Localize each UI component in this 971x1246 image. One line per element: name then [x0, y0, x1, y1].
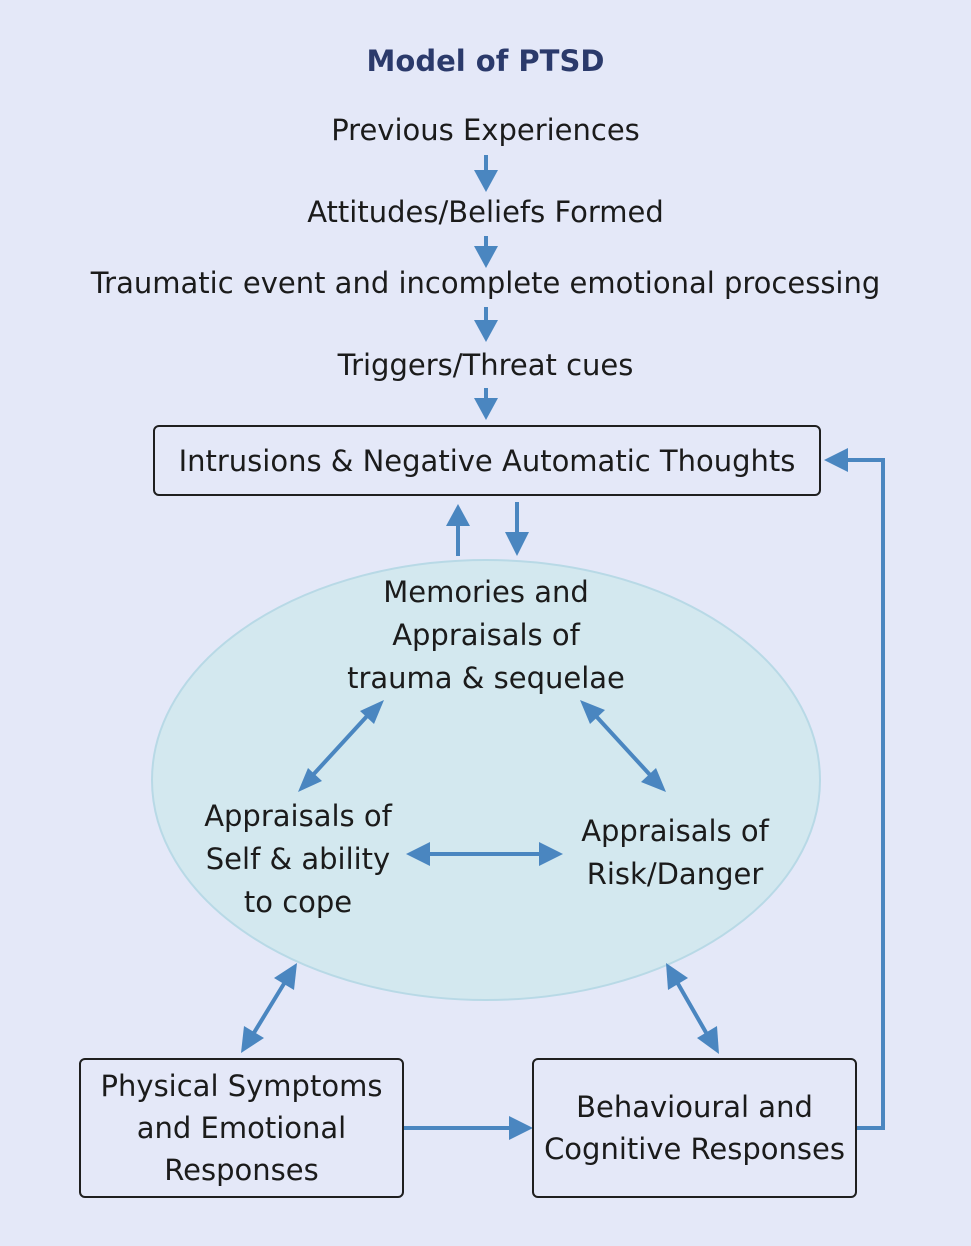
- memories-line-1: Memories and: [383, 575, 589, 609]
- self-line-3: to cope: [243, 885, 353, 919]
- memories-line-3: trauma & sequelae: [347, 661, 625, 695]
- step-attitudes-beliefs: Attitudes/Beliefs Formed: [307, 195, 664, 229]
- arrow-oval-physical: [250, 980, 287, 1038]
- behavioural-line-2: Cognitive Responses: [544, 1132, 845, 1166]
- risk-line-2: Risk/Danger: [586, 857, 764, 891]
- diagram-title: Model of PTSD: [366, 44, 605, 78]
- intrusions-box: Intrusions & Negative Automatic Thoughts: [153, 425, 821, 496]
- self-line-1: Appraisals of: [204, 799, 392, 833]
- arrow-oval-behavioural: [675, 981, 710, 1037]
- risk-appraisals: Appraisals of Risk/Danger: [545, 810, 805, 896]
- physical-line-1: Physical Symptoms: [100, 1069, 383, 1103]
- physical-line-2: and Emotional: [136, 1111, 347, 1145]
- arrow-behavioural-to-intrusions-loop: [846, 458, 885, 1130]
- appraisals-oval: [151, 559, 821, 1001]
- step-triggers: Triggers/Threat cues: [337, 348, 634, 382]
- physical-symptoms-box: Physical Symptoms and Emotional Response…: [79, 1058, 404, 1198]
- step-previous-experiences: Previous Experiences: [331, 113, 640, 147]
- physical-line-3: Responses: [164, 1153, 319, 1187]
- arrow-memories-self: [310, 713, 370, 778]
- behavioural-line-1: Behavioural and: [576, 1090, 813, 1124]
- intrusions-label: Intrusions & Negative Automatic Thoughts: [178, 443, 796, 478]
- self-appraisals: Appraisals of Self & ability to cope: [168, 795, 428, 924]
- risk-line-1: Appraisals of: [581, 814, 769, 848]
- memories-line-2: Appraisals of: [392, 618, 580, 652]
- arrow-memories-risk: [593, 713, 653, 778]
- step-traumatic-event: Traumatic event and incomplete emotional…: [90, 266, 881, 300]
- memories-appraisals: Memories and Appraisals of trauma & sequ…: [286, 571, 686, 700]
- self-line-2: Self & ability: [205, 842, 391, 876]
- behavioural-responses-box: Behavioural and Cognitive Responses: [532, 1058, 857, 1198]
